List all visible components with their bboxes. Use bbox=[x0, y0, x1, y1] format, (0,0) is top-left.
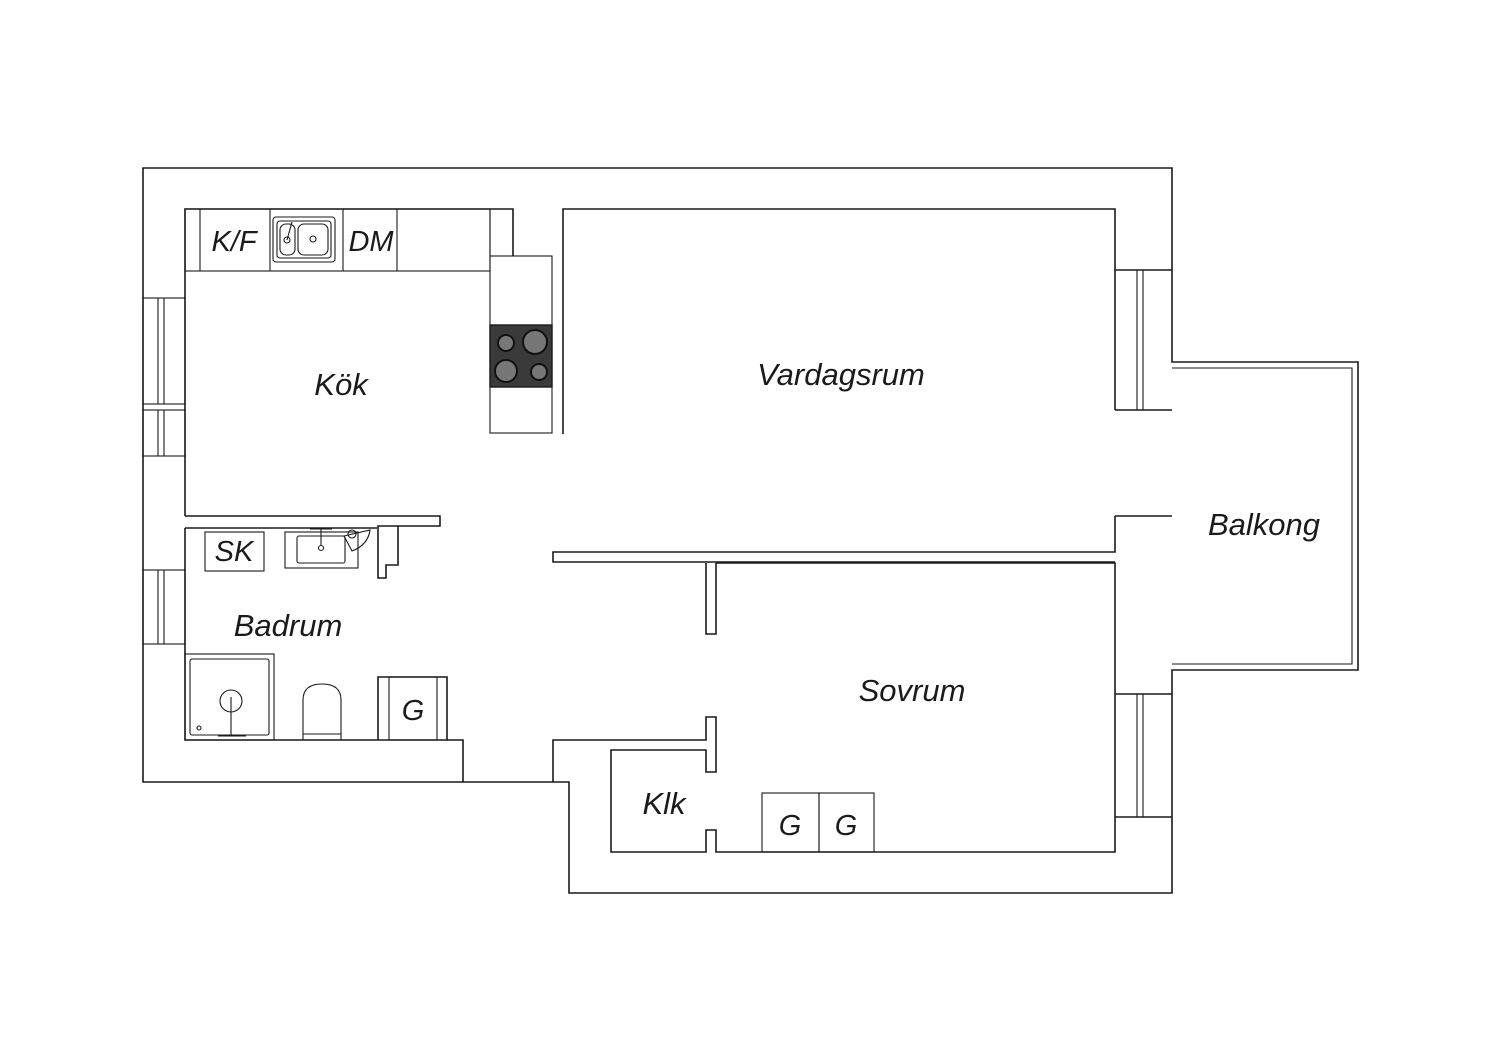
stove-icon bbox=[489, 324, 553, 388]
windows bbox=[142, 270, 1144, 817]
towel-dryer-icon bbox=[343, 529, 371, 552]
fixture-label-wardrobe-bathroom: G bbox=[402, 695, 425, 727]
bedroom-wardrobes bbox=[761, 792, 875, 853]
shower-icon bbox=[184, 653, 275, 741]
fixture-label-wardrobe-bedroom-2: G bbox=[835, 810, 858, 842]
fixture-label-wardrobe-bedroom-1: G bbox=[779, 810, 802, 842]
sink-icon bbox=[272, 216, 336, 263]
room-label-bedroom: Sovrum bbox=[859, 673, 966, 708]
room-label-balcony: Balkong bbox=[1208, 507, 1320, 542]
toilet-icon bbox=[302, 683, 342, 741]
room-label-kitchen: Kök bbox=[314, 367, 369, 402]
room-label-walk-in-closet: Klk bbox=[642, 786, 687, 821]
washbasin-icon bbox=[284, 528, 359, 569]
fixture-label-fridge-freezer: K/F bbox=[211, 226, 258, 258]
outer-walls bbox=[142, 167, 1359, 894]
room-label-bathroom: Badrum bbox=[234, 608, 343, 643]
bathroom-fixtures bbox=[184, 528, 438, 741]
fixture-label-dishwasher: DM bbox=[348, 226, 394, 258]
room-label-living-room: Vardagsrum bbox=[757, 357, 925, 392]
fixture-label-cabinet: SK bbox=[215, 536, 255, 568]
living-room-walls bbox=[552, 208, 1172, 563]
